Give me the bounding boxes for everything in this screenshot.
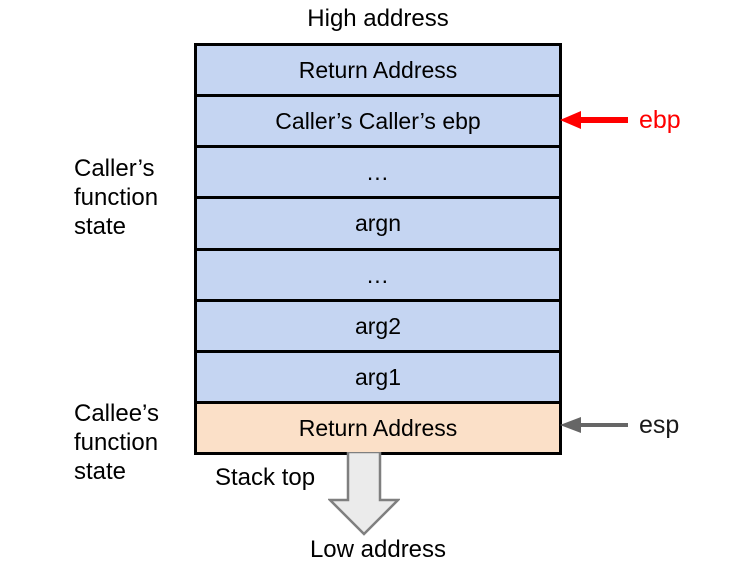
stack-row: arg2 [197, 301, 559, 353]
stack-growth-down-arrow-icon [328, 452, 400, 536]
stack-frame-table: Return Address Caller’s Caller’s ebp ...… [194, 43, 562, 455]
stack-row: Caller’s Caller’s ebp [197, 97, 559, 149]
arrow-left-icon [560, 111, 628, 129]
stack-row: ... [197, 148, 559, 200]
stack-row: Return Address [197, 46, 559, 98]
ebp-pointer-label: ebp [639, 106, 681, 134]
low-address-label: Low address [309, 536, 447, 563]
stack-row: arg1 [197, 352, 559, 404]
stack-row: Return Address [197, 403, 559, 452]
high-address-label: High address [307, 5, 449, 32]
ebp-pointer: ebp [560, 107, 681, 133]
caller-function-state-label: Caller’s function state [74, 155, 159, 240]
stack-row: argn [197, 199, 559, 251]
callee-function-state-label: Callee’s function state [74, 400, 159, 485]
stack-top-label: Stack top [215, 464, 316, 491]
arrow-left-icon [560, 417, 628, 433]
esp-pointer-label: esp [639, 411, 680, 439]
esp-pointer: esp [560, 412, 679, 438]
stack-row: ... [197, 250, 559, 302]
